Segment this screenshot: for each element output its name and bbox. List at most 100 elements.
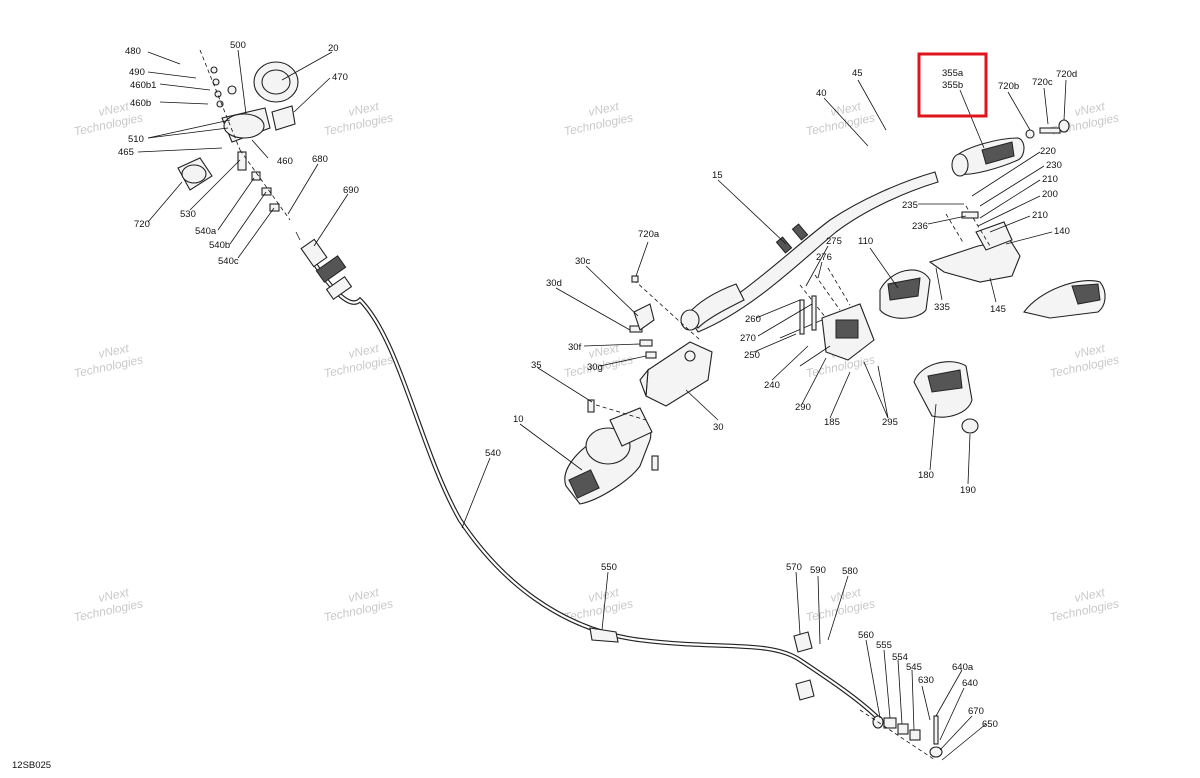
callout-720d: 720d [1056,69,1077,80]
throttle-body-10 [564,279,701,505]
switch-housing-290 [779,267,875,361]
drawing-code: 12SB025 [12,760,51,771]
cable-end-upper [295,231,353,300]
callout-45: 45 [852,68,863,79]
highlight-box: 355a 355b [917,52,988,118]
callout-290: 290 [795,402,811,413]
callout-276: 276 [816,252,832,263]
callout-650: 650 [982,719,998,730]
callout-630: 630 [918,675,934,686]
callout-545: 545 [906,662,922,673]
callout-640a: 640a [952,662,974,673]
callout-230: 230 [1046,160,1062,171]
watermark-line1: vNext [97,99,131,119]
callout-555: 555 [876,640,892,651]
callout-200: 200 [1042,189,1058,200]
handle-grip-355 [951,119,1070,177]
callout-690: 690 [343,185,359,196]
callout-540b: 540b [209,240,230,251]
throttle-housing-cluster [177,49,299,221]
callout-220: 220 [1040,146,1056,157]
callout-590: 590 [810,565,826,576]
callout-530: 530 [180,209,196,220]
callout-465: 465 [118,147,134,158]
callout-510: 510 [128,134,144,145]
callout-210-upper: 210 [1042,174,1058,185]
throttle-block-30 [639,341,713,407]
callout-15: 15 [712,170,723,181]
callout-30d: 30d [546,278,562,289]
cable-end-lower [793,631,943,761]
callout-540: 540 [485,448,501,459]
callout-30f: 30f [568,342,582,353]
callout-30: 30 [713,422,724,433]
watermark-line1: vNext [829,585,863,605]
watermark-line1: vNext [587,99,621,119]
watermark-line1: vNext [347,99,381,119]
callout-720: 720 [134,219,150,230]
callout-40: 40 [816,88,827,99]
callout-180: 180 [918,470,934,481]
callout-670: 670 [968,706,984,717]
callout-355b: 355b [942,80,963,91]
watermark-line1: vNext [587,585,621,605]
watermark-line1: vNext [97,585,131,605]
callout-236: 236 [912,221,928,232]
callout-680: 680 [312,154,328,165]
callout-250: 250 [744,350,760,361]
callout-540a: 540a [195,226,217,237]
callout-720b: 720b [998,81,1019,92]
callout-20: 20 [328,43,339,54]
callout-190: 190 [960,485,976,496]
watermark-line1: vNext [347,585,381,605]
callout-640: 640 [962,678,978,689]
callout-270: 270 [740,333,756,344]
callout-550: 550 [601,562,617,573]
callout-480: 480 [125,46,141,57]
callout-110: 110 [858,236,873,247]
callout-470: 470 [332,72,348,83]
callout-30g: 30g [587,362,603,373]
throttle-lever-180 [913,361,979,434]
watermark-line1: vNext [97,341,131,361]
callout-335: 335 [934,302,950,313]
callout-560: 560 [858,630,874,641]
callout-580: 580 [842,566,858,577]
callout-720c: 720c [1032,77,1053,88]
cable-540 [302,245,883,723]
callout-185: 185 [824,417,840,428]
callout-235: 235 [902,200,918,211]
callout-30c: 30c [575,256,591,267]
callout-275: 275 [826,236,842,247]
watermark-line1: vNext [347,341,381,361]
leader-lines [137,49,1067,761]
cable-support-550 [589,627,619,643]
switch-assembly-110 [879,269,931,319]
fasteners-30 [587,275,659,471]
callout-260: 260 [745,314,761,325]
callout-240: 240 [764,380,780,391]
callout-35: 35 [531,360,542,371]
callout-295: 295 [882,417,898,428]
callout-554: 554 [892,652,908,663]
callout-460: 460 [277,156,293,167]
callout-490: 490 [129,67,145,78]
callout-570: 570 [786,562,802,573]
watermark-line1: vNext [829,99,863,119]
callout-355a: 355a [942,68,964,79]
callout-500: 500 [230,40,246,51]
watermark-line1: vNext [1073,341,1107,361]
handlebar-15 [680,171,939,333]
callout-460b1: 460b1 [130,80,156,91]
hand-guard [1023,280,1106,319]
callout-540c: 540c [218,256,239,267]
